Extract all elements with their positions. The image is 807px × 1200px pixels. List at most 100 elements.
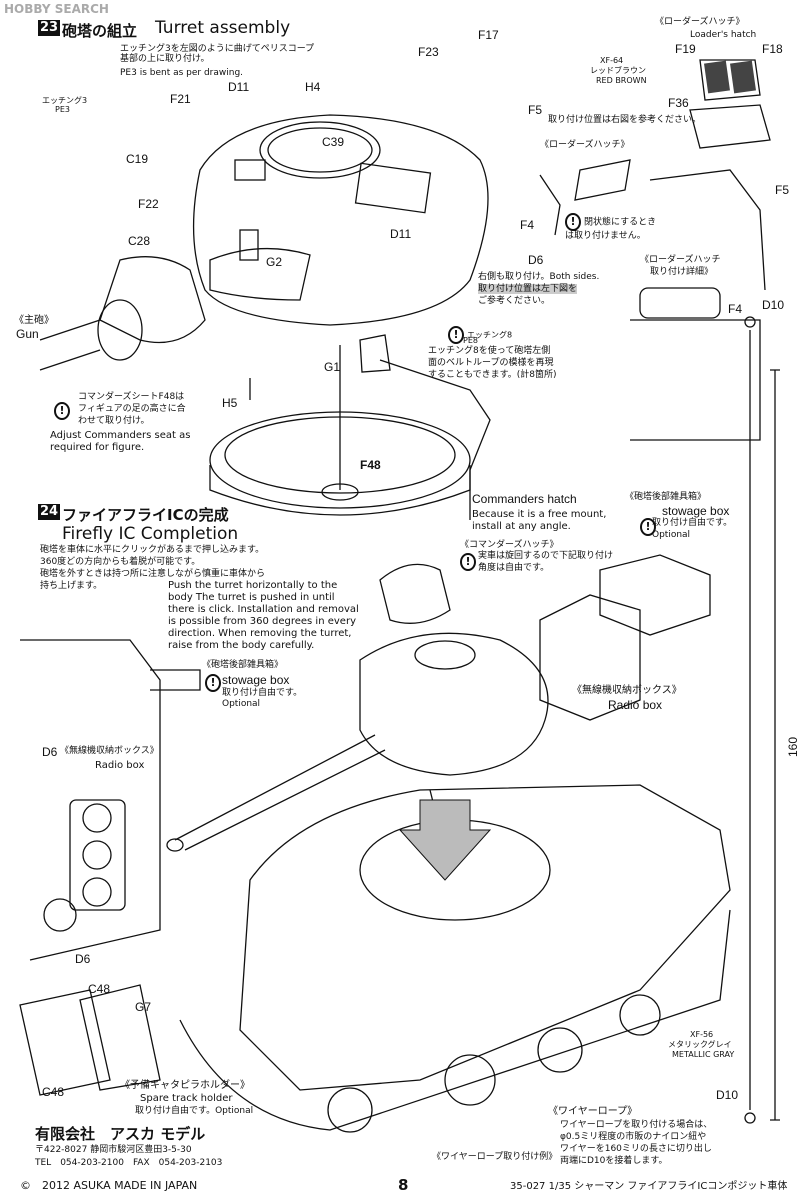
part-d10-top: D10 xyxy=(762,298,785,312)
stowage-en: stowage box xyxy=(662,504,730,518)
part-d6: D6 xyxy=(528,253,544,267)
company-address: 〒422-8027 静岡市駿河区豊田3-5-30 xyxy=(35,1145,192,1155)
part-h4: H4 xyxy=(305,80,321,94)
d6-note-1: 右側も取り付け。Both sides. xyxy=(478,272,600,282)
radio2-jp: 《無線機収納ボックス》 xyxy=(60,746,159,756)
commanders-hatch-jp-3: 角度は自由です。 xyxy=(478,563,550,573)
radio2-en: Radio box xyxy=(95,760,145,771)
turret-ring-top xyxy=(259,121,381,179)
etching8-note-3: することもできます。(計8箇所) xyxy=(428,370,557,380)
part-c28: C28 xyxy=(128,234,151,248)
d6-note-3: ご参考ください。 xyxy=(478,296,551,306)
loaders-detail-2: 取り付け詳細》 xyxy=(650,267,714,277)
commander-seat-jp-1: コマンダーズシートF48は xyxy=(78,392,185,402)
step-24-note-en-6: raise from the body carefully. xyxy=(168,640,315,651)
part-f5: F5 xyxy=(528,103,543,117)
warning-icon-stowage2: ! xyxy=(205,674,221,692)
paint-xf56-jp: メタリックグレイ xyxy=(668,1040,732,1049)
commander-seat-jp-3: わせて取り付け。 xyxy=(78,416,150,426)
track-holder-jp: 《予備キャタピラホルダー》 xyxy=(120,1080,250,1091)
part-d11-top: D11 xyxy=(228,80,250,94)
commanders-hatch-en-3: install at any angle. xyxy=(472,521,571,532)
step-24-note-en-5: direction. When removing the turret, xyxy=(168,628,352,639)
turret-step24 xyxy=(359,632,549,776)
loaders-detail-1: 《ローダーズハッチ xyxy=(640,255,721,265)
step-24-title-jp: ファイアフライICの完成 xyxy=(62,506,229,524)
part-f23: F23 xyxy=(418,45,439,59)
etching8-en: PE8 xyxy=(463,336,478,345)
step-23-title-en: Turret assembly xyxy=(155,18,291,38)
part-c48-a: C48 xyxy=(88,982,111,996)
wire-rope-note-3: ワイヤーを160ミリの長さに切り出し xyxy=(560,1144,712,1154)
part-f4-right: F4 xyxy=(728,302,743,316)
gun-label-en: Gun xyxy=(16,327,39,341)
d6-note-2: 取り付け位置は左下図を xyxy=(478,284,578,294)
wire-rope-note-2: φ0.5ミリ程度の市販のナイロン紐や xyxy=(560,1132,707,1142)
part-g1: G1 xyxy=(324,360,341,374)
closed-note: !閉状態にするときは取り付けません。 xyxy=(565,213,665,241)
warning-icon-hatch: ! xyxy=(460,553,476,571)
gun-barrel xyxy=(174,734,386,851)
etching3-label-en: PE3 xyxy=(55,105,70,114)
stowage2-opt-en: Optional xyxy=(222,699,261,709)
step-24-note-jp-2: 360度どの方向からも着脱が可能です。 xyxy=(40,557,201,567)
part-f36: F36 xyxy=(668,96,689,110)
commanders-hatch-en-2: Because it is a free mount, xyxy=(472,509,607,520)
warning-icon-stowage: ! xyxy=(640,518,656,536)
step-24-note-jp-4: 持ち上げます。 xyxy=(40,581,103,591)
etching3-label-jp: エッチング3 xyxy=(42,96,88,105)
step-23-title-jp: 砲塔の組立 xyxy=(62,22,138,40)
stowage-jp: 《砲塔後部雑具箱》 xyxy=(625,492,707,502)
closed-note-text: 閉状態にするときは取り付けません。 xyxy=(565,217,657,241)
product-code: 35-027 1/35 シャーマン ファイアフライICコンポジット車体 xyxy=(510,1181,788,1192)
paint-xf64-en: RED BROWN xyxy=(596,76,647,85)
etching8-code-text: エッチング8 xyxy=(467,330,513,340)
track-holder-en: Spare track holder xyxy=(140,1093,233,1104)
part-d11-mid: D11 xyxy=(390,227,412,241)
etching8-note-2: 面のベルトループの模様を再現 xyxy=(428,358,554,368)
gun-mantlet xyxy=(99,256,206,344)
part-g7: G7 xyxy=(135,1000,152,1014)
warning-icon: ! xyxy=(565,213,581,231)
part-f5-right: F5 xyxy=(775,183,790,197)
dimension-160: 160 xyxy=(786,736,801,758)
etching8-note-1: エッチング8を使って砲塔左側 xyxy=(428,346,551,356)
step-24-note-jp-1: 砲塔を車体に水平にクリックがあるまで押し込みます。 xyxy=(40,545,265,555)
page-number: 8 xyxy=(398,1176,409,1194)
radio-jp: 《無線機収納ボックス》 xyxy=(572,685,682,696)
loaders-hatch-jp: 《ローダーズハッチ》 xyxy=(655,17,745,27)
stowage-opt-en: Optional xyxy=(652,530,691,540)
wire-rope-note-4: 両端にD10を接着します。 xyxy=(560,1156,668,1166)
pe3-note-en: PE3 is bent as per drawing. xyxy=(120,68,244,78)
step-24-number: 24 xyxy=(38,504,61,520)
part-h5: H5 xyxy=(222,396,238,410)
watermark: HOBBY SEARCH xyxy=(4,2,109,16)
loaders-hatch-jp-2: 《ローダーズハッチ》 xyxy=(540,140,630,150)
step-24-note-en-4: is possible from 360 degrees in every xyxy=(168,616,356,627)
track-holder-opt: 取り付け自由です。Optional xyxy=(135,1106,254,1116)
paint-xf64-jp: レッドブラウン xyxy=(590,66,646,75)
commanders-hatch-en: Commanders hatch xyxy=(472,492,577,506)
part-d6-left-2: D6 xyxy=(75,952,91,966)
gun-label-jp: 《主砲》 xyxy=(14,315,54,326)
paint-xf64-code: XF-64 xyxy=(600,56,624,65)
pe3-note-jp: エッチング3を左図のように曲げてペリスコープ基部の上に取り付け。 xyxy=(120,44,315,64)
part-g2: G2 xyxy=(266,255,283,269)
stowage-opt-jp: 取り付け自由です。 xyxy=(652,518,733,528)
company-tel: TEL 054-203-2100 FAX 054-203-2103 xyxy=(35,1158,223,1168)
part-f22: F22 xyxy=(138,197,159,211)
turret-body xyxy=(192,114,489,326)
loaders-hatch-en: Loader's hatch xyxy=(690,30,757,40)
part-f21: F21 xyxy=(170,92,191,106)
part-f4: F4 xyxy=(520,218,535,232)
radio-en: Radio box xyxy=(608,698,663,712)
warning-icon-seat: ! xyxy=(54,402,70,420)
part-c39: C39 xyxy=(322,135,345,149)
part-f48: F48 xyxy=(360,458,381,472)
step-24-note-jp-3: 砲塔を外すときは持つ所に注意しながら慎重に車体から xyxy=(40,569,266,579)
company-name: 有限会社 アスカ モデル xyxy=(35,1125,206,1143)
part-f18: F18 xyxy=(762,42,783,56)
etching8-code: !エッチング8 xyxy=(448,326,512,344)
commanders-hatch-jp-2: 実車は旋回するので下記取り付け xyxy=(478,551,614,561)
